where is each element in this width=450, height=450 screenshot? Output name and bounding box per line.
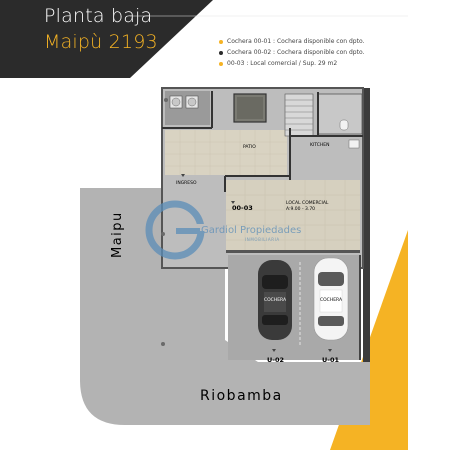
unit-label-u02: U-02 — [267, 356, 284, 364]
elevator-cabin — [237, 97, 263, 119]
watermark-bar — [176, 228, 200, 234]
legend-dot-icon — [219, 61, 223, 66]
local-floor — [226, 180, 360, 250]
car-white-icon — [313, 257, 349, 341]
local-label: LOCAL COMERCIAL — [286, 200, 329, 206]
local-marker-icon — [231, 201, 235, 204]
page-title-line2: Maipù 2193 — [44, 31, 158, 53]
garage-label-u02: COCHERA — [264, 297, 287, 303]
garage-label-u01: COCHERA — [320, 297, 343, 303]
local-front-wall — [226, 250, 360, 253]
unit-label-00-03: 00-03 — [232, 204, 253, 212]
watermark-gap — [179, 224, 205, 231]
bollard-icon — [164, 98, 168, 102]
washer-drum-icon — [171, 97, 181, 107]
street-label-riobamba: Riobamba — [200, 388, 283, 404]
legend-item-u02: Cochera 00-02 : Cochera disponible con d… — [219, 49, 364, 56]
legend-item-u01: Cochera 00-01 : Cochera disponible con d… — [219, 38, 364, 45]
unit-marker-u02-icon — [272, 349, 276, 352]
local-area-label: A:9.00 - 3.70 — [286, 206, 315, 212]
watermark-logo: Gardiol Propiedades INMOBILIARIA — [145, 200, 301, 260]
toilet-icon — [339, 119, 349, 131]
unit-label-u01: U-01 — [322, 356, 339, 364]
legend-item-u03: 00-03 : Local comercial / Sup. 29 m2 — [219, 60, 337, 67]
watermark-subtitle: INMOBILIARIA — [245, 237, 280, 242]
interior-walls — [162, 91, 363, 192]
bollard-icon — [161, 342, 165, 346]
patio-floor — [165, 130, 287, 175]
local-tile-grid — [226, 180, 360, 250]
unit-marker-u01-icon — [328, 349, 332, 352]
entrance-marker-icon — [181, 174, 185, 177]
sink-icon — [348, 139, 360, 149]
room-label-kitchen: KITCHEN — [310, 142, 330, 148]
room-label-patio: PATIO — [243, 144, 256, 150]
car-dark-icon — [258, 260, 292, 340]
dryer-drum-icon — [187, 97, 197, 107]
street-label-maipu: Maipu — [110, 211, 125, 258]
room-label-entrance: INGRESO — [176, 180, 197, 186]
page-title-line1: Planta baja — [44, 5, 153, 27]
patio-tile-grid — [165, 130, 287, 175]
legend-dot-icon — [219, 39, 223, 44]
right-wall — [363, 88, 370, 425]
watermark-name: Gardiol Propiedades — [201, 225, 301, 236]
bollard-icon — [161, 232, 165, 236]
legend-dot-icon — [219, 50, 223, 55]
